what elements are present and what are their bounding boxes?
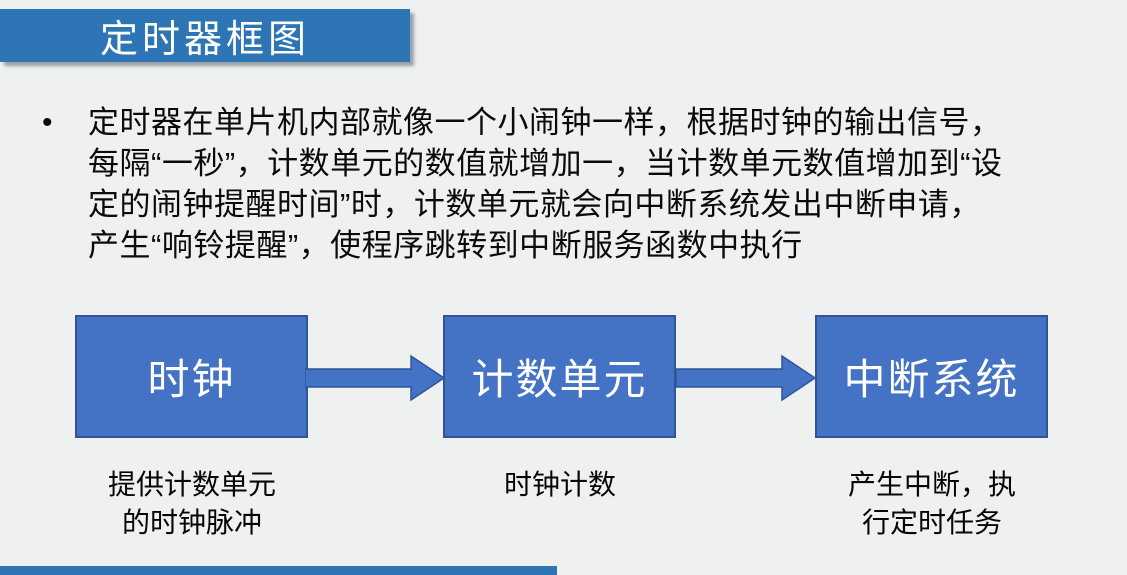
body-paragraph-row: • 定时器在单片机内部就像一个小闹钟一样，根据时钟的输出信号， 每隔“一秒”，计… xyxy=(42,102,1112,266)
bullet-icon: • xyxy=(42,106,53,139)
diagram-node-counter: 计数单元 xyxy=(443,315,676,438)
diagram-caption-interrupt: 产生中断，执 行定时任务 xyxy=(847,469,1016,538)
page-title: 定时器框图 xyxy=(99,19,310,61)
diagram-node-counter-label: 计数单元 xyxy=(471,356,648,403)
diagram-caption-clock: 提供计数单元 的时钟脉冲 xyxy=(107,469,276,538)
arrow-right-icon xyxy=(305,354,445,402)
diagram-node-interrupt: 中断系统 xyxy=(815,315,1048,438)
footer-accent-bar xyxy=(0,566,557,575)
title-bar: 定时器框图 xyxy=(0,9,410,62)
body-paragraph-text: 定时器在单片机内部就像一个小闹钟一样，根据时钟的输出信号， 每隔“一秒”，计数单… xyxy=(88,105,1003,263)
diagram-caption-counter: 时钟计数 xyxy=(503,469,616,500)
diagram-node-clock-label: 时钟 xyxy=(147,356,236,403)
diagram-node-clock: 时钟 xyxy=(75,315,308,438)
arrow-right-icon xyxy=(676,354,816,402)
diagram-node-interrupt-label: 中断系统 xyxy=(843,356,1020,403)
